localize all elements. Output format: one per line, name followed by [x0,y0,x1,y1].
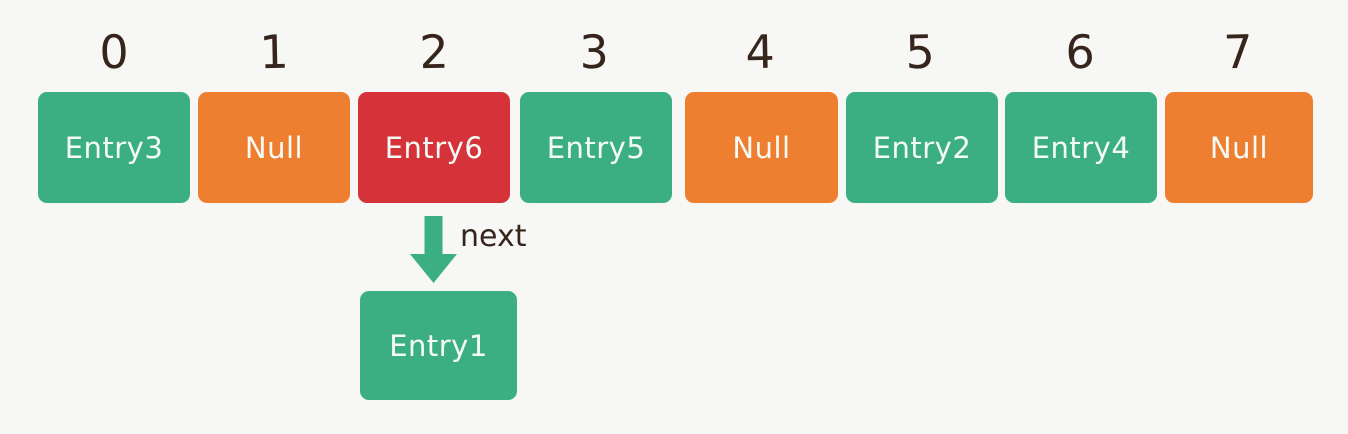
array-bucket-2-label: Entry6 [384,130,484,165]
array-bucket-3[interactable]: Entry5 [520,92,672,203]
array-index-label-4: 4 [744,24,776,80]
array-index-label-2: 2 [418,24,450,80]
array-bucket-0[interactable]: Entry3 [38,92,190,203]
array-index-label-0: 0 [98,24,130,80]
array-index-label-1: 1 [258,24,290,80]
array-bucket-7[interactable]: Null [1165,92,1313,203]
next-pointer-arrow-icon [404,214,480,286]
chained-node-entry1-label: Entry1 [389,328,488,363]
array-index-label-5: 5 [904,24,936,80]
array-bucket-1-label: Null [244,130,304,165]
array-index-label-7: 7 [1222,24,1254,80]
array-bucket-7-label: Null [1209,130,1269,165]
array-bucket-6-label: Entry4 [1031,130,1131,165]
array-bucket-1[interactable]: Null [198,92,350,203]
next-pointer-label: next [460,219,527,254]
array-bucket-0-label: Entry3 [64,130,164,165]
array-bucket-4-label: Null [732,130,791,165]
array-index-label-3: 3 [578,24,610,80]
array-bucket-6[interactable]: Entry4 [1005,92,1157,203]
array-bucket-3-label: Entry5 [546,130,646,165]
array-bucket-5-label: Entry2 [872,130,972,165]
array-index-label-6: 6 [1064,24,1096,80]
array-bucket-4[interactable]: Null [685,92,838,203]
array-bucket-5[interactable]: Entry2 [846,92,998,203]
chained-node-entry1[interactable]: Entry1 [360,291,517,400]
array-bucket-2[interactable]: Entry6 [358,92,510,203]
